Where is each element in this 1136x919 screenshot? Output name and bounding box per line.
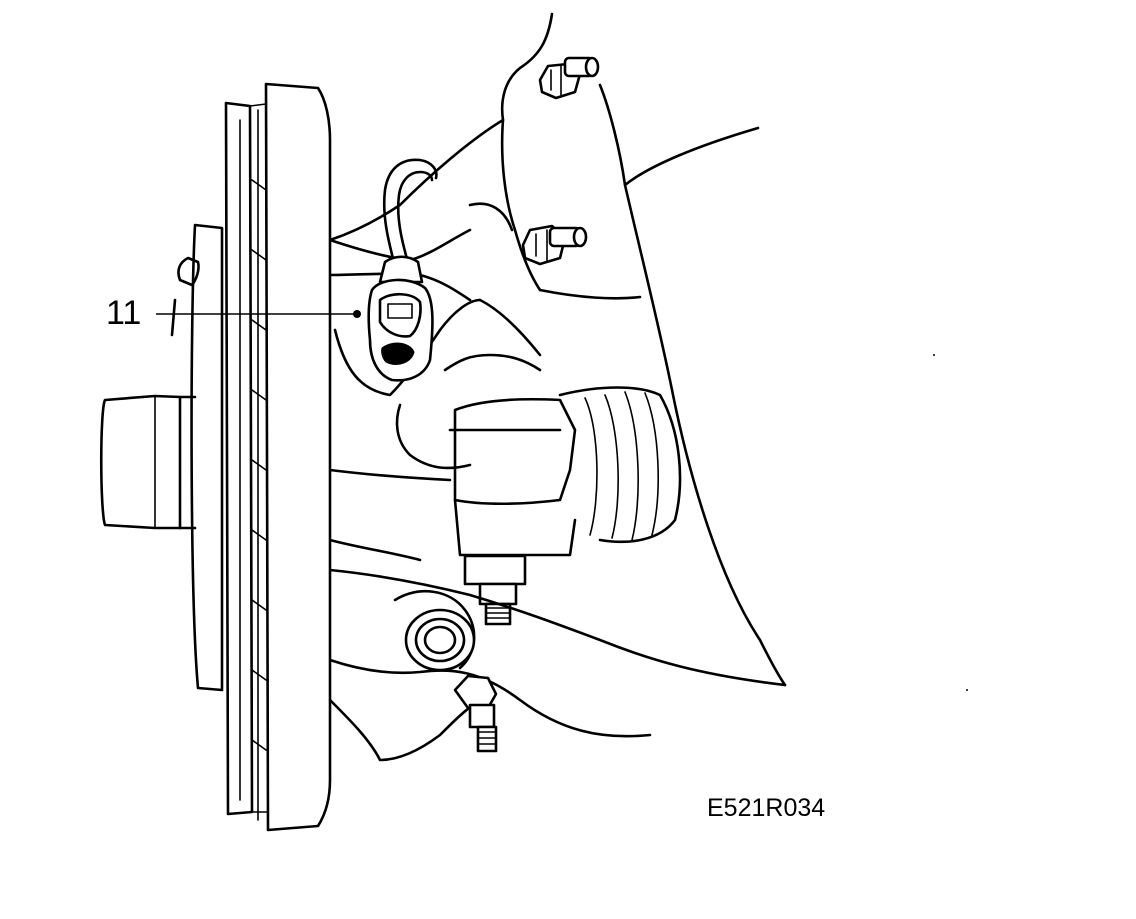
callout-leader: [156, 310, 361, 318]
lower-control-arm: [328, 568, 787, 762]
middle-bolt: [521, 224, 588, 266]
steering-knuckle: [328, 228, 542, 562]
control-arm-bushing: [404, 608, 476, 672]
lower-bolt: [453, 674, 498, 753]
sensor-cable-clip: [170, 256, 200, 337]
abs-wheel-speed-sensor-icon: [367, 158, 438, 382]
scan-speck: [966, 689, 968, 691]
brake-disc: [224, 82, 332, 832]
wheel-hub: [99, 223, 224, 692]
driveshaft-boot: [448, 386, 682, 557]
callout-number: 11: [106, 294, 142, 332]
figure-code: E521R034: [707, 794, 826, 822]
strut-housing: [328, 12, 787, 687]
scan-speck: [933, 354, 935, 356]
lower-stud-nut: [463, 554, 527, 626]
upper-bolt: [538, 56, 600, 100]
